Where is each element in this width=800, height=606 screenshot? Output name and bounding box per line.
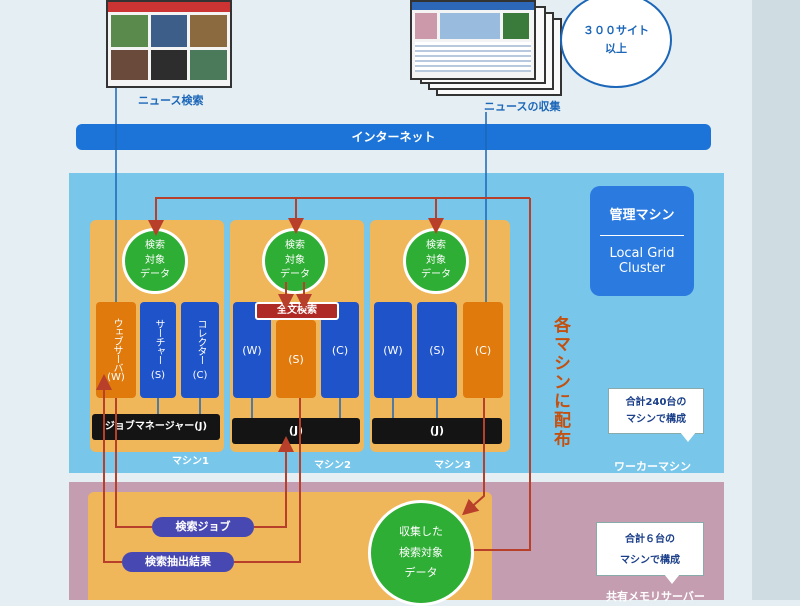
admin-line2: Cluster: [618, 261, 666, 276]
worker-note-tail: [680, 432, 696, 442]
sites-count: ３００サイト: [583, 24, 649, 37]
worker-machine-label: ワーカーマシン: [614, 460, 691, 473]
memory-count-note: 合計６台の マシンで構成: [596, 522, 704, 576]
machine-3-web: (W): [374, 302, 412, 398]
admin-machine: 管理マシン Local Grid Cluster: [590, 186, 694, 296]
distribute-label: 各マシンに配布: [550, 316, 570, 449]
collected-line2: 検索対象: [399, 545, 443, 559]
job-manager-3: (J): [372, 418, 502, 444]
collected-line1: 収集した: [399, 524, 443, 538]
collector-label: コレクター: [195, 319, 206, 364]
screen-edge-right: [752, 0, 800, 600]
admin-title: 管理マシン: [609, 208, 675, 223]
news-collection-screenshot: [410, 0, 536, 80]
searcher: サーチャー (S): [140, 302, 176, 398]
search-job-pill: 検索ジョブ: [152, 517, 254, 537]
searcher-tag: (S): [150, 370, 166, 381]
machine-2-label: マシン2: [314, 460, 351, 471]
machine-3-searcher: (S): [417, 302, 457, 398]
sites-circle: ３００サイト 以上: [560, 0, 672, 88]
machine-2-searcher: (S): [276, 320, 316, 398]
machine-2-collector: (C): [321, 302, 359, 398]
admin-line1: Local Grid: [609, 246, 675, 261]
searcher-label: サーチャー: [153, 319, 164, 364]
internet-bar: インターネット: [76, 124, 711, 150]
news-search-screenshot: [106, 0, 232, 88]
data-line3: データ: [140, 269, 170, 281]
machine-1-data: 検索 対象 データ: [122, 228, 188, 294]
admin-divider: [600, 235, 684, 236]
collector: コレクター (C): [181, 302, 219, 398]
fulltext-search-box: 全文検索: [255, 302, 339, 320]
data-line3: データ: [421, 269, 451, 281]
web-server: ウェブサーバ (W): [96, 302, 136, 398]
job-manager-1: ジョブマネージャー(J): [92, 414, 220, 440]
search-result-pill: 検索抽出結果: [122, 552, 234, 572]
data-line1: 検索: [285, 240, 305, 252]
data-line1: 検索: [426, 240, 446, 252]
memory-note-tail: [664, 574, 680, 584]
machine-3-collector: (C): [463, 302, 503, 398]
data-line2: 対象: [285, 254, 305, 266]
sites-more: 以上: [605, 42, 627, 55]
machine-2-data: 検索 対象 データ: [262, 228, 328, 294]
job-manager-2: (J): [232, 418, 360, 444]
collected-line3: データ: [404, 566, 438, 580]
data-line2: 対象: [426, 254, 446, 266]
collected-data-circle: 収集した 検索対象 データ: [368, 500, 474, 606]
machine-3-data: 検索 対象 データ: [403, 228, 469, 294]
data-line3: データ: [280, 269, 310, 281]
memory-note-line1: 合計６台の: [625, 534, 675, 545]
web-server-label: ウェブサーバ: [111, 317, 122, 372]
news-search-caption: ニュース検索: [138, 94, 204, 107]
machine-1-label: マシン1: [172, 456, 209, 467]
machine-3-label: マシン3: [434, 460, 471, 471]
memory-note-line2: マシンで構成: [620, 555, 680, 566]
data-line2: 対象: [145, 254, 165, 266]
worker-note-line1: 合計240台の: [625, 397, 687, 408]
memory-server-label: 共有メモリサーバー: [606, 590, 705, 603]
news-collection-caption: ニュースの収集: [484, 100, 561, 113]
web-server-tag: (W): [107, 371, 125, 383]
collector-tag: (C): [192, 370, 208, 381]
data-line1: 検索: [145, 240, 165, 252]
worker-note-line2: マシンで構成: [626, 414, 686, 425]
worker-count-note: 合計240台の マシンで構成: [608, 388, 704, 434]
